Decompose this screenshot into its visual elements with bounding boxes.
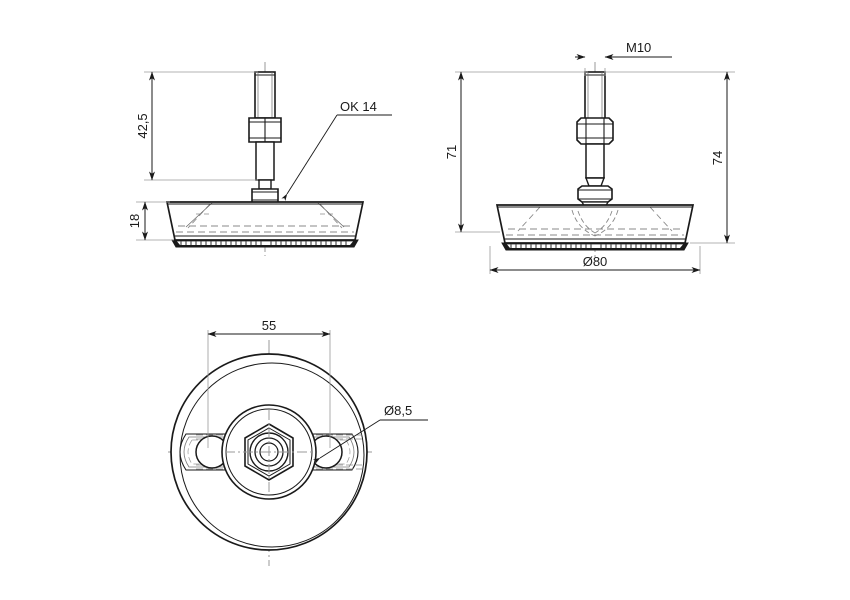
dimension-18: 18	[127, 201, 174, 241]
dimension-d80: Ø80	[489, 246, 701, 274]
dimension-71: 71	[444, 71, 588, 233]
base-plate-hidden-detail	[176, 202, 354, 233]
front-view-group: 42,5 18 OK 14	[127, 62, 392, 256]
threaded-stud	[254, 71, 276, 119]
rubber-pad	[171, 239, 359, 248]
threaded-stud-alt	[584, 71, 606, 121]
dimension-74: 74	[604, 71, 735, 244]
base-plate-alt-hidden-detail	[506, 206, 684, 237]
dimension-m10: M10	[575, 40, 672, 76]
dimension-42-5: 42,5	[135, 71, 258, 181]
dimension-74-label: 74	[710, 151, 725, 165]
lower-shaft-alt	[584, 143, 606, 187]
rubber-pad-alt	[501, 242, 689, 251]
hex-lock-nut-alt	[576, 117, 614, 145]
front-view-alt-group: M10 71 74 Ø80	[444, 40, 735, 274]
base-plate-alt	[495, 204, 695, 244]
lower-shaft	[255, 141, 275, 190]
note-ok14-label: OK 14	[340, 99, 377, 114]
dimension-55: 55	[207, 318, 331, 448]
dimension-55-label: 55	[262, 318, 276, 333]
bottom-view-group: 55 Ø8,5	[168, 318, 428, 566]
dimension-m10-label: M10	[626, 40, 651, 55]
dimension-71-label: 71	[444, 145, 459, 159]
hex-lock-nut	[248, 117, 282, 143]
note-d85-label: Ø8,5	[384, 403, 412, 418]
hex-nut-top-view-inner	[247, 427, 291, 477]
dimension-18-label: 18	[127, 214, 142, 228]
note-d85: Ø8,5	[313, 403, 428, 464]
base-plate	[165, 201, 365, 241]
note-ok14: OK 14	[281, 99, 392, 201]
dimension-42-5-label: 42,5	[135, 113, 150, 138]
dimension-d80-label: Ø80	[583, 254, 608, 269]
